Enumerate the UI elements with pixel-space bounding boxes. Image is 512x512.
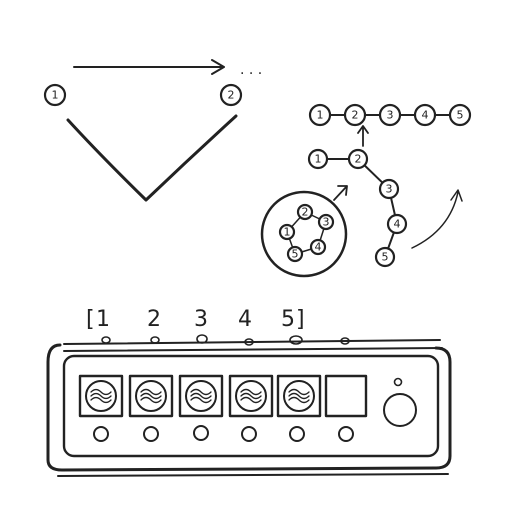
curved-arrow bbox=[411, 189, 463, 249]
slot-button-2[interactable] bbox=[143, 426, 159, 442]
device-diagram: [ 1 2 3 4 5 ] bbox=[46, 307, 452, 477]
slot-3[interactable] bbox=[178, 374, 224, 418]
svg-text:4: 4 bbox=[422, 109, 429, 122]
svg-text:3: 3 bbox=[387, 109, 394, 122]
svg-text:5: 5 bbox=[382, 251, 389, 264]
rail-bump bbox=[150, 336, 160, 344]
ring-node-4: 4 bbox=[309, 238, 327, 256]
rail-bump bbox=[101, 336, 111, 344]
slot-label-3: 3 bbox=[194, 307, 208, 332]
slot-2[interactable] bbox=[128, 374, 174, 418]
svg-text:5: 5 bbox=[457, 109, 464, 122]
slot-label-5: 5 bbox=[281, 307, 295, 332]
top-rail bbox=[63, 339, 443, 352]
bracket-close: ] bbox=[296, 307, 305, 332]
ring-diagram: 1 2 3 4 5 bbox=[260, 185, 348, 278]
unrolled-chain: 1 2 3 4 5 bbox=[307, 125, 463, 268]
ring-to-chain-arrow bbox=[333, 185, 348, 201]
power-indicator bbox=[393, 377, 403, 387]
slot-1[interactable] bbox=[78, 374, 124, 418]
row-node-5: 5 bbox=[448, 103, 472, 127]
svg-text:2: 2 bbox=[352, 109, 359, 122]
chain-node-2: 2 bbox=[347, 148, 369, 170]
slot-button-3[interactable] bbox=[193, 425, 209, 441]
straight-chain: 1 2 3 4 5 bbox=[308, 103, 472, 127]
svg-text:4: 4 bbox=[315, 241, 322, 254]
top-left-diagram: . . . 1 2 bbox=[43, 59, 262, 202]
svg-text:2: 2 bbox=[228, 89, 235, 102]
ring-node-5: 5 bbox=[286, 245, 304, 263]
right-arrow bbox=[73, 59, 225, 75]
slot-label-2: 2 bbox=[147, 307, 161, 332]
rail-bump bbox=[289, 335, 303, 345]
slot-button-6[interactable] bbox=[338, 426, 354, 442]
svg-text:1: 1 bbox=[317, 109, 324, 122]
device-base bbox=[57, 473, 449, 477]
rail-bumps bbox=[101, 334, 350, 346]
ring-outline bbox=[260, 190, 348, 278]
svg-text:1: 1 bbox=[52, 89, 59, 102]
ring-node-2: 2 bbox=[296, 203, 314, 221]
rail-bump bbox=[340, 337, 350, 345]
svg-text:2: 2 bbox=[302, 206, 309, 219]
device-face bbox=[62, 354, 440, 458]
row-node-1: 1 bbox=[308, 103, 332, 127]
row-node-2: 2 bbox=[343, 103, 367, 127]
chain-node-3: 3 bbox=[378, 178, 400, 200]
rail-bump bbox=[196, 334, 208, 344]
chain-node-1: 1 bbox=[307, 148, 329, 170]
main-knob[interactable] bbox=[383, 393, 417, 427]
row-node-3: 3 bbox=[378, 103, 402, 127]
svg-text:5: 5 bbox=[292, 248, 299, 261]
svg-text:2: 2 bbox=[355, 153, 362, 166]
node-2: 2 bbox=[219, 83, 243, 107]
svg-text:1: 1 bbox=[284, 226, 291, 239]
svg-text:3: 3 bbox=[323, 216, 330, 229]
svg-text:4: 4 bbox=[394, 218, 401, 231]
slot-4[interactable] bbox=[228, 374, 274, 418]
ellipsis: . . . bbox=[240, 62, 262, 78]
node-1: 1 bbox=[43, 83, 67, 107]
slot-5[interactable] bbox=[276, 374, 322, 418]
rail-bump bbox=[244, 338, 254, 346]
svg-text:3: 3 bbox=[386, 183, 393, 196]
slot-button-1[interactable] bbox=[93, 426, 109, 442]
slot-button-4[interactable] bbox=[241, 426, 257, 442]
chain-node-5: 5 bbox=[374, 246, 396, 268]
ring-node-1: 1 bbox=[278, 223, 296, 241]
chain-node-4: 4 bbox=[386, 213, 408, 235]
slot-button-5[interactable] bbox=[289, 426, 305, 442]
up-arrow bbox=[357, 125, 369, 147]
slot-6-empty[interactable] bbox=[324, 374, 368, 418]
row-node-4: 4 bbox=[413, 103, 437, 127]
device-body bbox=[46, 343, 452, 472]
v-path bbox=[66, 114, 238, 202]
chain-links bbox=[317, 158, 398, 258]
slot-label-1: 1 bbox=[96, 307, 110, 332]
bracket-open: [ bbox=[86, 307, 95, 332]
svg-text:1: 1 bbox=[315, 153, 322, 166]
ring-node-3: 3 bbox=[317, 213, 335, 231]
slot-label-4: 4 bbox=[238, 307, 252, 332]
